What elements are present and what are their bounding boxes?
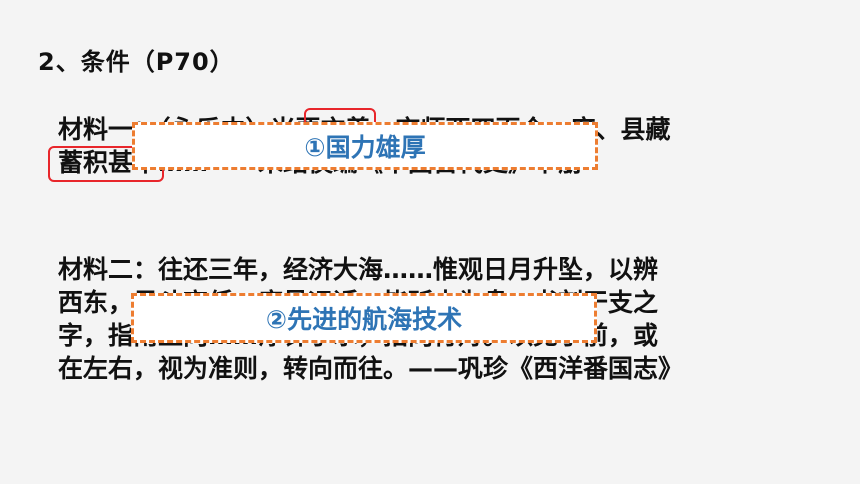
- answer-box-national-strength[interactable]: ①国力雄厚: [132, 122, 598, 170]
- answer-box-navigation-technology[interactable]: ②先进的航海技术: [131, 293, 597, 343]
- answer-label: ②先进的航海技术: [265, 305, 463, 334]
- material-two-line: 在左右，视为准则，转向而往。——巩珍《西洋番国志》: [58, 354, 684, 383]
- material-two-line: 材料二：往还三年，经济大海……惟观日月升坠，以辨: [58, 255, 659, 284]
- section-heading: 2、条件（P70）: [38, 48, 235, 76]
- answer-label: ①国力雄厚: [304, 133, 426, 162]
